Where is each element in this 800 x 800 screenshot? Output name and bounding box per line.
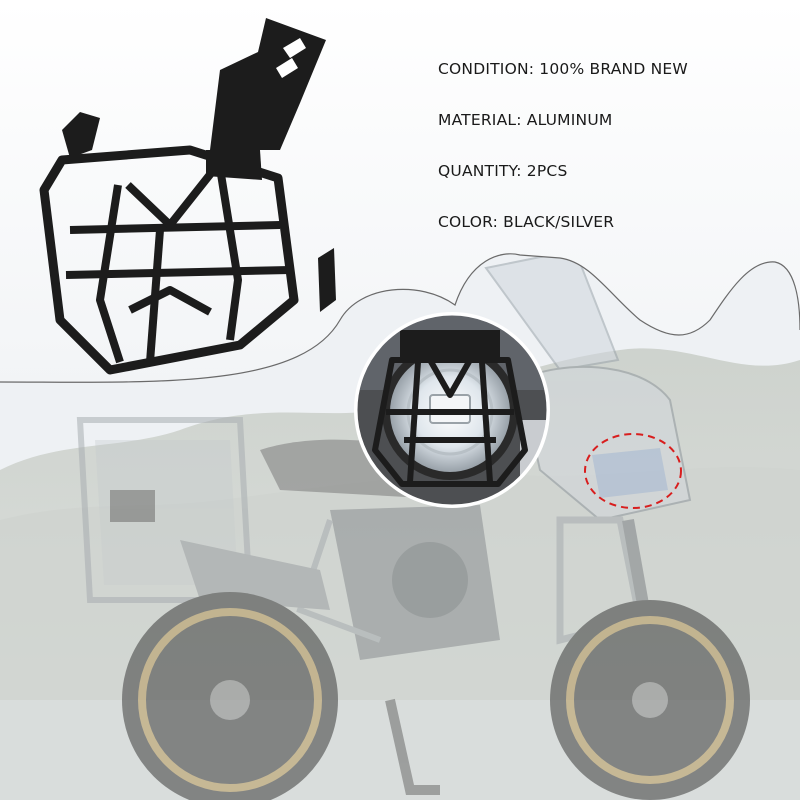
motorcycle [76, 253, 750, 800]
divider-curve [0, 253, 800, 383]
spec-color: COLOR: BLACK/SILVER [438, 213, 615, 231]
mount-location-highlight [584, 433, 682, 509]
lamp-guard-product [39, 18, 336, 375]
installed-guard-inset [354, 312, 550, 508]
spec-list: CONDITION: 100% BRAND NEW MATERIAL: ALUM… [438, 58, 688, 262]
spec-condition: CONDITION: 100% BRAND NEW [438, 60, 688, 78]
spec-material: MATERIAL: ALUMINUM [438, 111, 613, 129]
spec-quantity: QUANTITY: 2PCS [438, 162, 568, 180]
